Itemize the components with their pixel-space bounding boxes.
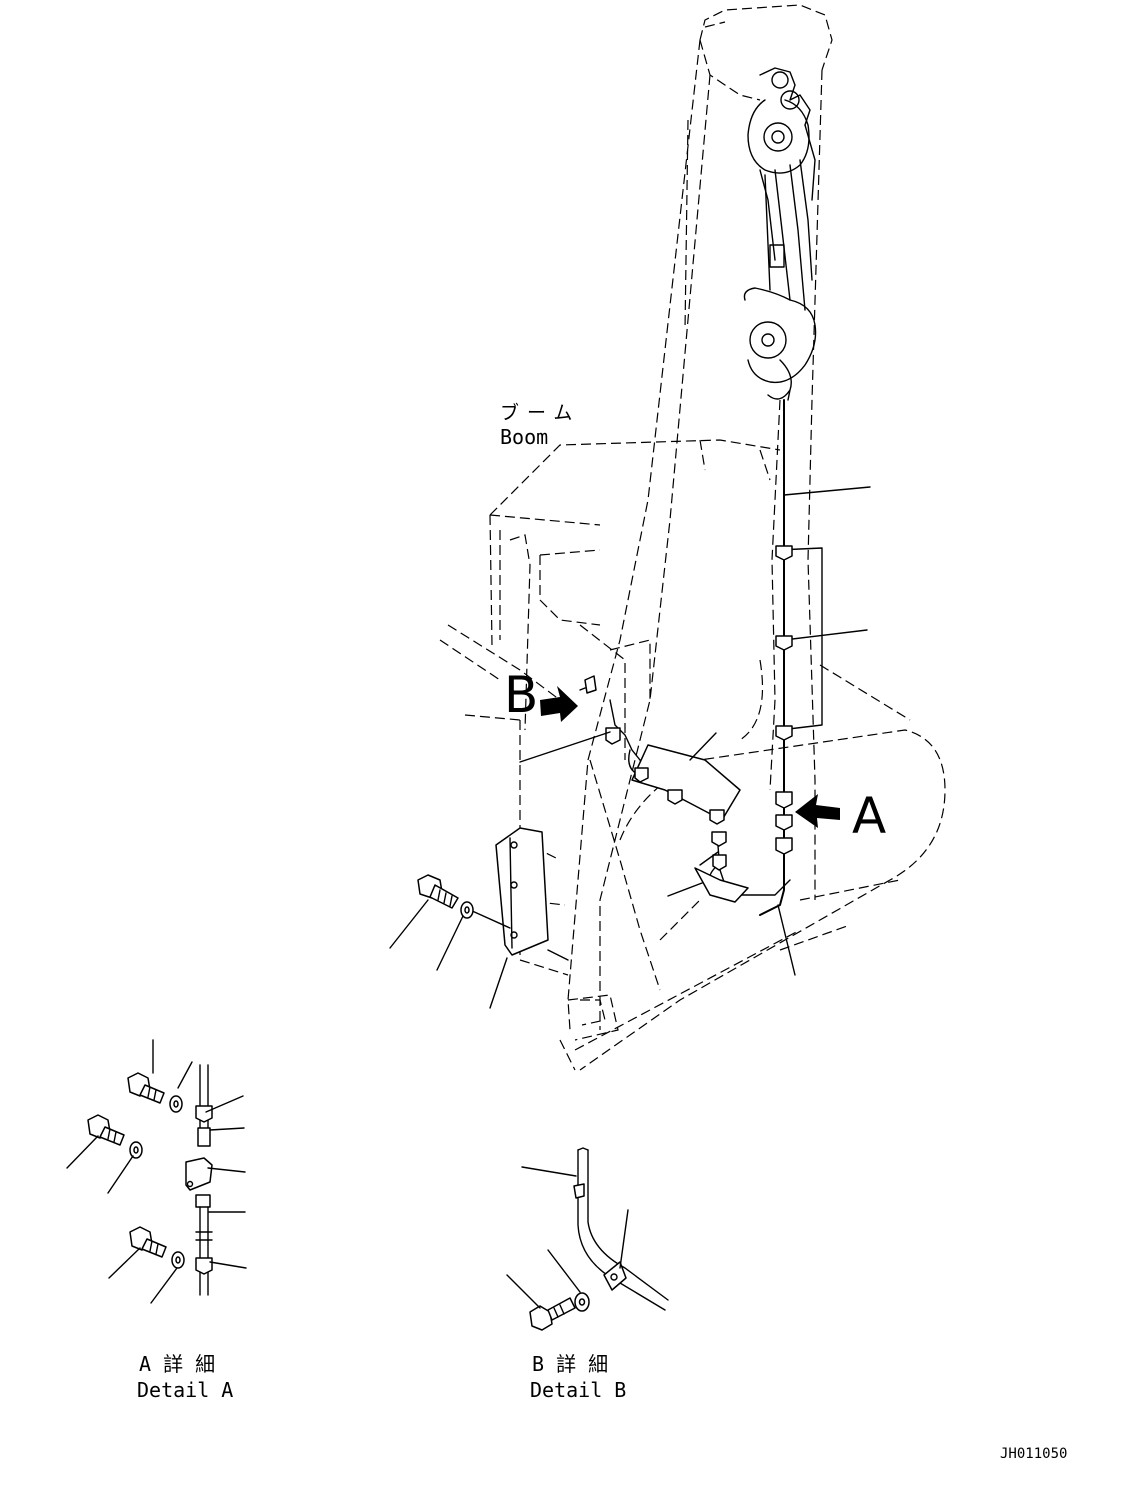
hose-clamps xyxy=(775,545,793,855)
marker-b: B xyxy=(504,666,538,724)
boom-outline xyxy=(567,4,833,1041)
drawing-code: JH011050 xyxy=(1000,1446,1067,1462)
detail-b-title-jp: B 詳 細 xyxy=(532,1352,608,1376)
hook-pulley-assembly xyxy=(743,67,817,401)
detail-b-title-en: Detail B xyxy=(530,1378,626,1402)
machine-body-outline xyxy=(439,439,781,991)
detail-a-title-jp: A 詳 細 xyxy=(139,1352,215,1376)
arrow-b xyxy=(540,686,578,722)
detail-b-drawing xyxy=(506,1147,669,1331)
boom-label-en: Boom xyxy=(500,425,548,449)
marker-a: A xyxy=(852,787,886,845)
cover-bolt xyxy=(417,874,474,919)
crawler-track-outline xyxy=(559,664,946,1071)
detail-a-title-en: Detail A xyxy=(137,1378,233,1402)
cover-plate xyxy=(469,827,569,961)
arrow-a xyxy=(795,794,840,828)
detail-a-drawing xyxy=(66,1039,247,1304)
leader-lines xyxy=(389,731,796,1009)
b-side-hose-assembly xyxy=(579,675,749,903)
boom-label-jp: ブーム xyxy=(500,401,580,424)
